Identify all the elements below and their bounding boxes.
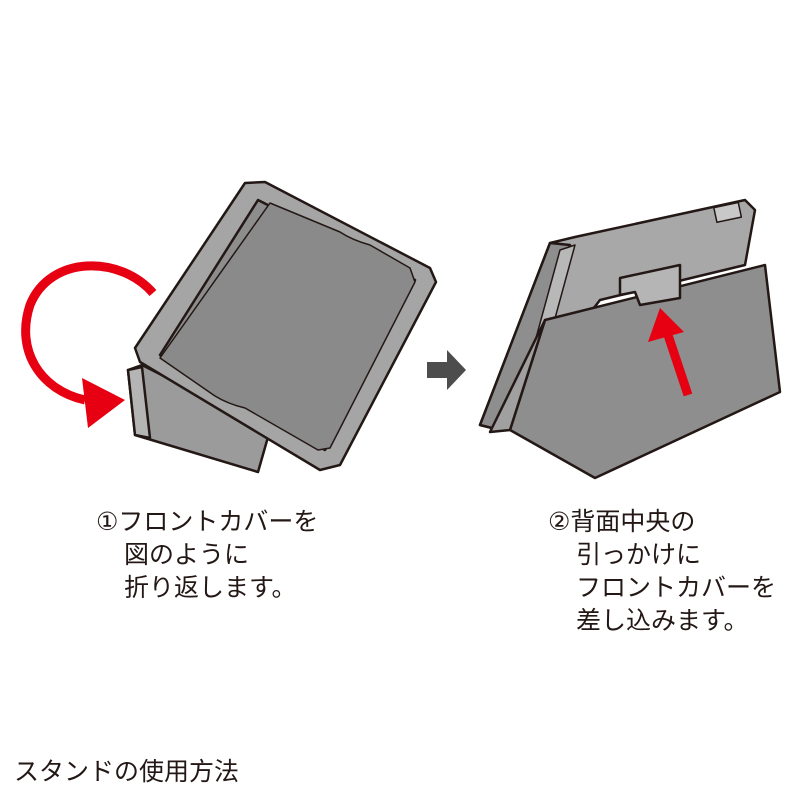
next-step-arrow-icon xyxy=(427,350,466,390)
center-hook xyxy=(618,263,682,307)
step2-caption: ②背面中央の 引っかけに フロントカバーを 差し込みます。 xyxy=(548,505,776,637)
step2-line-1: ②背面中央の xyxy=(548,507,696,536)
step1-line-3: 折り返します。 xyxy=(124,573,297,602)
step2-line-3: フロントカバーを xyxy=(576,573,777,602)
illustration xyxy=(21,180,782,480)
step1-line-1: ①フロントカバーを xyxy=(96,507,319,536)
page-title: スタンドの使用方法 xyxy=(14,757,240,786)
step2-illustration xyxy=(478,198,782,480)
step2-line-4: 差し込みます。 xyxy=(576,606,749,635)
step1-caption: ①フロントカバーを 図のように 折り返します。 xyxy=(96,505,318,604)
step2-line-2: 引っかけに xyxy=(576,540,702,569)
step1-illustration xyxy=(126,180,438,474)
insert-arrow-head xyxy=(648,308,684,342)
insert-arrow-icon xyxy=(663,333,693,397)
step1-line-2: 図のように xyxy=(124,540,250,569)
curved-fold-arrow-head xyxy=(82,378,125,428)
curved-fold-arrow-icon xyxy=(21,261,157,405)
